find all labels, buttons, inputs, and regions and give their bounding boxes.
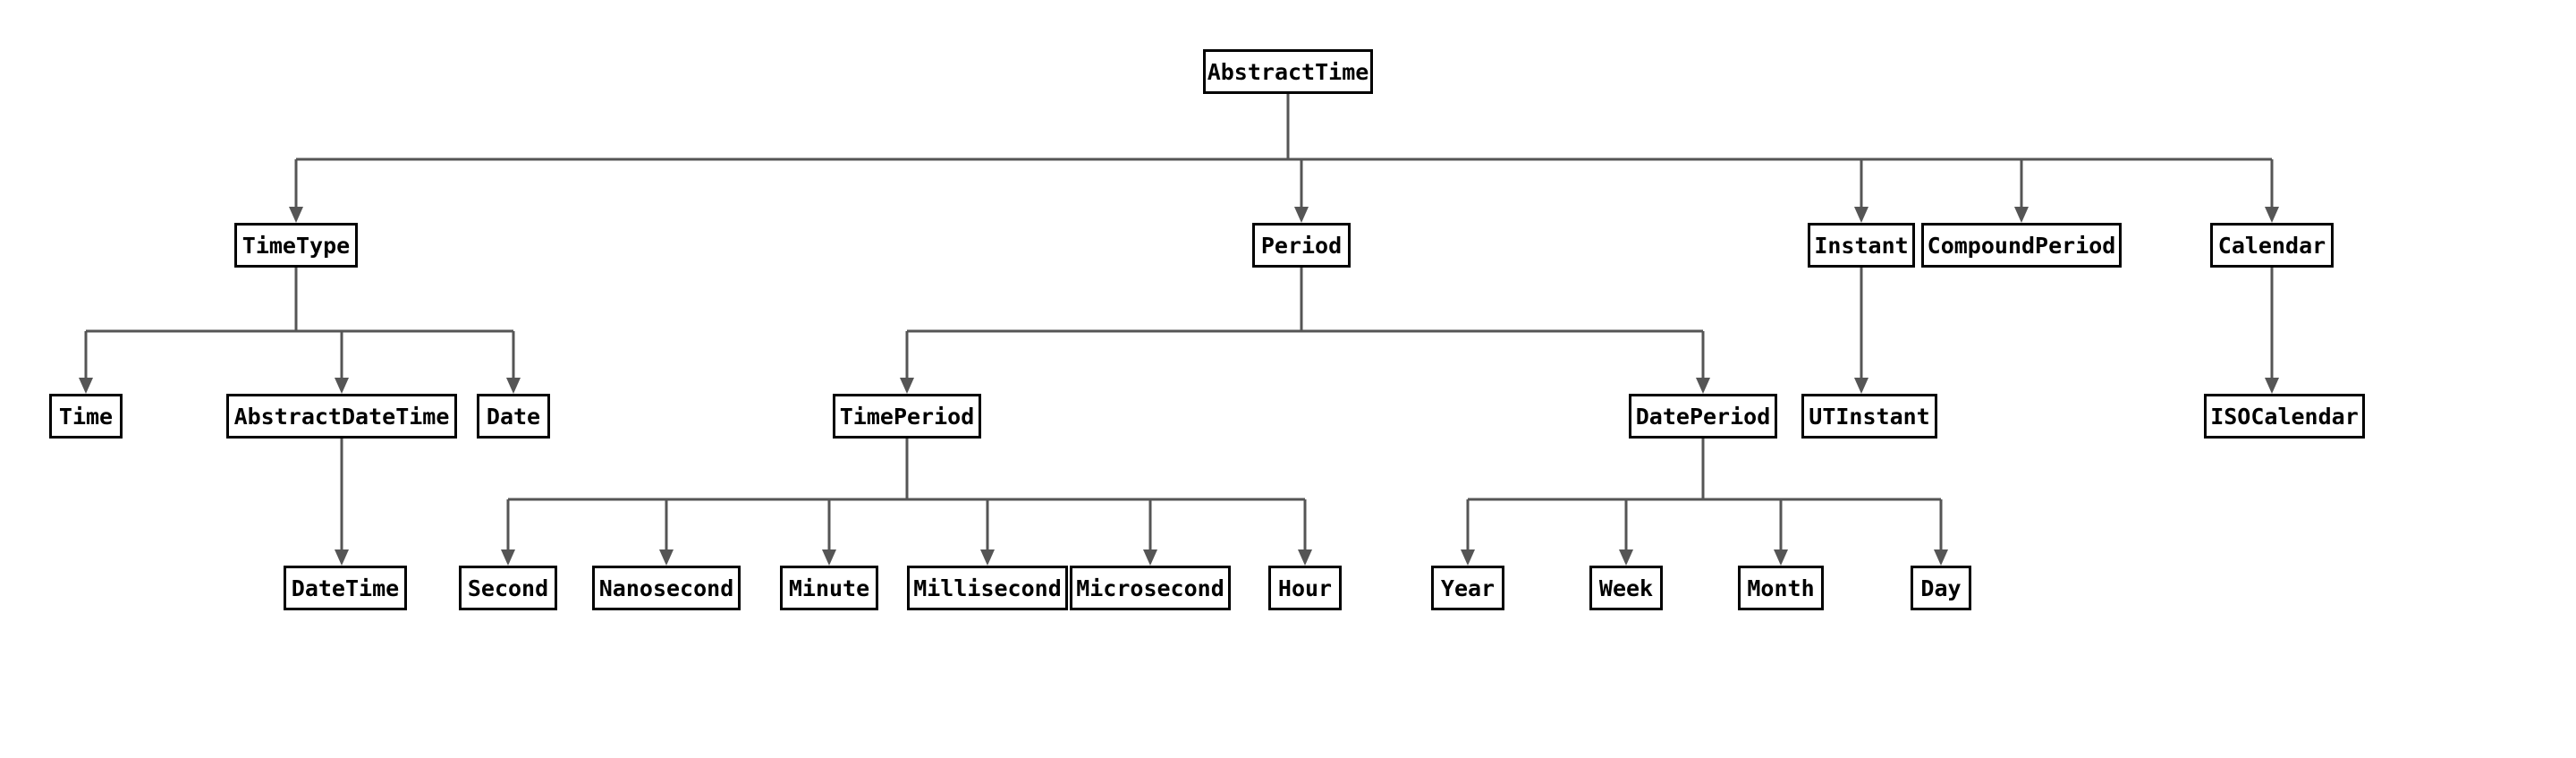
edge-arrowhead-icon	[1619, 549, 1633, 566]
node-label: Minute	[788, 575, 870, 601]
edge-arrowhead-icon	[2265, 378, 2279, 394]
node-label: DateTime	[291, 575, 400, 601]
node-utinstant[interactable]: UTInstant	[1801, 394, 1937, 439]
node-label: Second	[467, 575, 549, 601]
edge-arrowhead-icon	[1934, 549, 1948, 566]
node-day[interactable]: Day	[1911, 566, 1971, 610]
node-hour[interactable]: Hour	[1268, 566, 1342, 610]
edge-arrowhead-icon	[659, 549, 674, 566]
node-label: Day	[1920, 575, 1962, 601]
edge-arrowhead-icon	[2014, 207, 2029, 223]
node-instant[interactable]: Instant	[1808, 223, 1915, 268]
edge-arrowhead-icon	[2265, 207, 2279, 223]
node-label: Date	[486, 403, 541, 430]
node-label: Month	[1747, 575, 1815, 601]
edge-arrowhead-icon	[1461, 549, 1475, 566]
node-minute[interactable]: Minute	[780, 566, 878, 610]
node-label: CompoundPeriod	[1927, 232, 2116, 259]
node-label: DatePeriod	[1635, 403, 1771, 430]
node-label: Year	[1440, 575, 1496, 601]
node-label: TimePeriod	[839, 403, 975, 430]
node-abstractdatetime[interactable]: AbstractDateTime	[226, 394, 457, 439]
node-dateperiod[interactable]: DatePeriod	[1629, 394, 1777, 439]
edge-arrowhead-icon	[1298, 549, 1312, 566]
node-label: Time	[58, 403, 114, 430]
node-week[interactable]: Week	[1589, 566, 1663, 610]
node-compoundperiod[interactable]: CompoundPeriod	[1921, 223, 2122, 268]
node-label: TimeType	[242, 232, 351, 259]
node-label: Period	[1260, 232, 1343, 259]
node-label: Microsecond	[1076, 575, 1224, 601]
node-label: Instant	[1814, 232, 1909, 259]
edge-arrowhead-icon	[335, 549, 349, 566]
node-label: Week	[1598, 575, 1654, 601]
node-year[interactable]: Year	[1431, 566, 1504, 610]
node-datetime[interactable]: DateTime	[284, 566, 407, 610]
node-label: Millisecond	[913, 575, 1062, 601]
node-label: AbstractDateTime	[233, 403, 450, 430]
edge-arrowhead-icon	[1854, 378, 1868, 394]
node-time[interactable]: Time	[49, 394, 123, 439]
node-nanosecond[interactable]: Nanosecond	[592, 566, 741, 610]
node-timeperiod[interactable]: TimePeriod	[833, 394, 981, 439]
edge-arrowhead-icon	[980, 549, 995, 566]
edge-arrowhead-icon	[506, 378, 521, 394]
node-label: UTInstant	[1809, 403, 1930, 430]
edge-arrowhead-icon	[822, 549, 836, 566]
node-label: AbstractTime	[1207, 58, 1369, 85]
edge-arrowhead-icon	[1294, 207, 1309, 223]
edge-arrowhead-icon	[900, 378, 914, 394]
edge-arrowhead-icon	[501, 549, 515, 566]
edge-arrowhead-icon	[1696, 378, 1710, 394]
edge-arrowhead-icon	[335, 378, 349, 394]
node-month[interactable]: Month	[1738, 566, 1824, 610]
node-microsecond[interactable]: Microsecond	[1070, 566, 1231, 610]
node-second[interactable]: Second	[459, 566, 557, 610]
edge-arrowhead-icon	[79, 378, 93, 394]
edge-arrowhead-icon	[1143, 549, 1157, 566]
node-date[interactable]: Date	[477, 394, 550, 439]
node-millisecond[interactable]: Millisecond	[907, 566, 1068, 610]
node-label: Nanosecond	[598, 575, 734, 601]
node-label: Hour	[1277, 575, 1333, 601]
edge-arrowhead-icon	[1774, 549, 1788, 566]
node-isocalendar[interactable]: ISOCalendar	[2204, 394, 2365, 439]
node-label: Calendar	[2217, 232, 2326, 259]
node-abstracttime[interactable]: AbstractTime	[1203, 49, 1373, 94]
node-timetype[interactable]: TimeType	[234, 223, 358, 268]
node-calendar[interactable]: Calendar	[2210, 223, 2334, 268]
node-label: ISOCalendar	[2210, 403, 2359, 430]
edge-arrowhead-icon	[1854, 207, 1868, 223]
node-period[interactable]: Period	[1252, 223, 1351, 268]
edge-arrowhead-icon	[289, 207, 303, 223]
